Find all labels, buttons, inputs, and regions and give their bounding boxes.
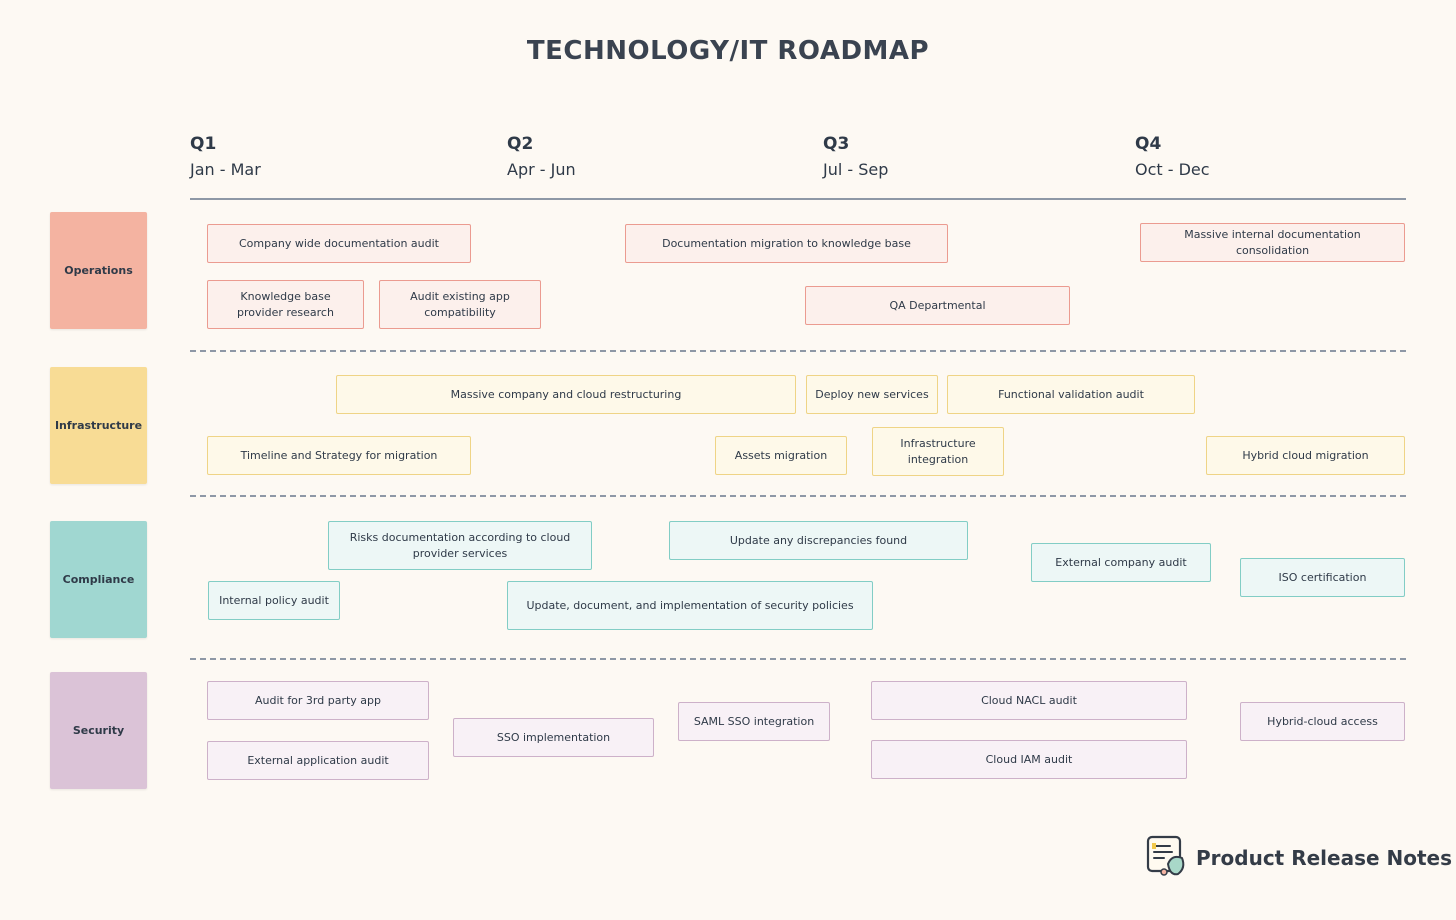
roadmap-item[interactable]: SSO implementation (453, 718, 654, 757)
roadmap-item[interactable]: Knowledge base provider research (207, 280, 364, 329)
lane-compliance: Compliance (50, 521, 147, 638)
notes-icon (1146, 834, 1188, 882)
roadmap-item[interactable]: Update any discrepancies found (669, 521, 968, 560)
roadmap-item[interactable]: Documentation migration to knowledge bas… (625, 224, 948, 263)
quarter-months: Apr - Jun (507, 160, 576, 179)
lane-divider (190, 658, 1406, 660)
roadmap-item[interactable]: Massive internal documentation consolida… (1140, 223, 1405, 262)
quarter-q1: Q1 Jan - Mar (190, 134, 261, 179)
lane-divider (190, 495, 1406, 497)
roadmap-item[interactable]: Update, document, and implementation of … (507, 581, 873, 630)
quarter-label: Q1 (190, 134, 217, 154)
quarter-q4: Q4 Oct - Dec (1135, 134, 1210, 179)
lane-infrastructure: Infrastructure (50, 367, 147, 484)
quarter-q2: Q2 Apr - Jun (507, 134, 576, 179)
quarter-months: Jan - Mar (190, 160, 261, 179)
roadmap-item[interactable]: ISO certification (1240, 558, 1405, 597)
roadmap-item[interactable]: Infrastructure integration (872, 427, 1004, 476)
lane-divider (190, 350, 1406, 352)
brand-name: Product Release Notes (1196, 846, 1453, 870)
roadmap-item[interactable]: Risks documentation according to cloud p… (328, 521, 592, 570)
quarter-label: Q4 (1135, 134, 1162, 154)
quarter-months: Jul - Sep (823, 160, 889, 179)
quarter-label: Q2 (507, 134, 534, 154)
quarter-q3: Q3 Jul - Sep (823, 134, 888, 179)
roadmap-item[interactable]: External application audit (207, 741, 429, 780)
roadmap-item[interactable]: SAML SSO integration (678, 702, 830, 741)
roadmap-item[interactable]: Cloud IAM audit (871, 740, 1187, 779)
roadmap-item[interactable]: Assets migration (715, 436, 847, 475)
roadmap-item[interactable]: Massive company and cloud restructuring (336, 375, 796, 414)
lane-operations: Operations (50, 212, 147, 329)
roadmap-item[interactable]: Hybrid cloud migration (1206, 436, 1405, 475)
roadmap-item[interactable]: Company wide documentation audit (207, 224, 471, 263)
roadmap-item[interactable]: Audit for 3rd party app (207, 681, 429, 720)
quarter-label: Q3 (823, 134, 850, 154)
timeline-axis (190, 198, 1406, 200)
roadmap-item[interactable]: Functional validation audit (947, 375, 1195, 414)
roadmap-item[interactable]: Internal policy audit (208, 581, 340, 620)
roadmap-item[interactable]: Cloud NACL audit (871, 681, 1187, 720)
roadmap-item[interactable]: QA Departmental (805, 286, 1070, 325)
lane-security: Security (50, 672, 147, 789)
roadmap-item[interactable]: Hybrid-cloud access (1240, 702, 1405, 741)
roadmap-item[interactable]: Audit existing app compatibility (379, 280, 541, 329)
brand-logo: Product Release Notes (1146, 834, 1453, 882)
roadmap-item[interactable]: External company audit (1031, 543, 1211, 582)
quarter-months: Oct - Dec (1135, 160, 1210, 179)
roadmap-item[interactable]: Timeline and Strategy for migration (207, 436, 471, 475)
page-title: TECHNOLOGY/IT ROADMAP (526, 36, 930, 66)
roadmap-item[interactable]: Deploy new services (806, 375, 938, 414)
